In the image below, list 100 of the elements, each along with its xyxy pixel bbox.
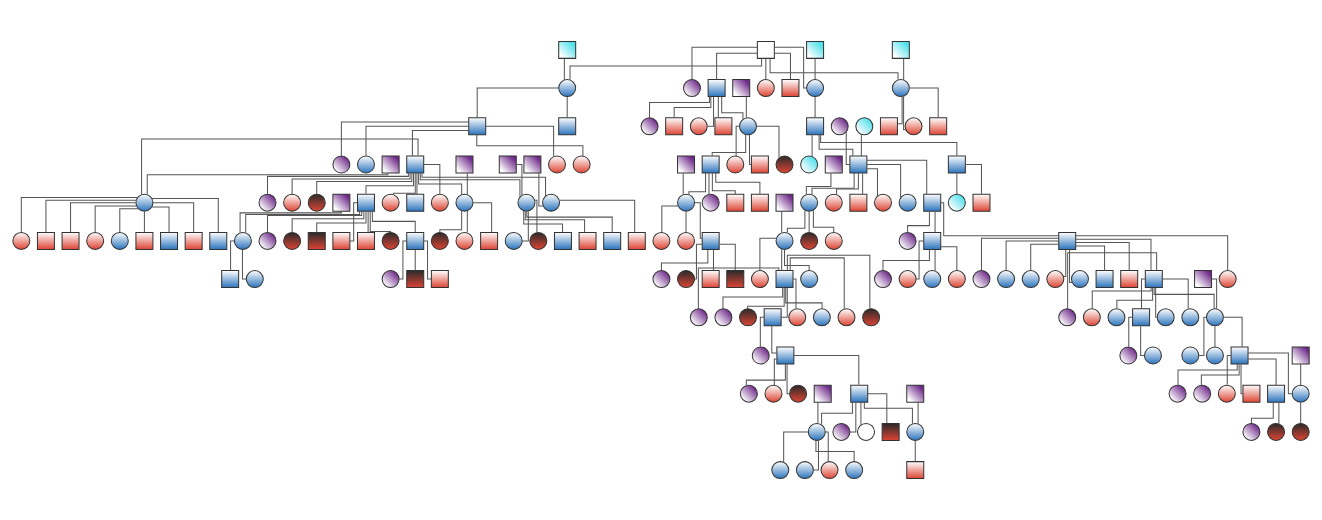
- node-circle: [756, 79, 775, 98]
- node-circle: [357, 155, 375, 174]
- connector: [316, 210, 367, 233]
- connector: [845, 131, 851, 165]
- connector: [707, 96, 715, 127]
- connector: [711, 172, 736, 195]
- node-circle: [1107, 308, 1126, 327]
- node-box: [627, 231, 646, 250]
- node-circle: [1181, 308, 1200, 327]
- connector: [711, 134, 747, 157]
- connector: [866, 159, 928, 195]
- node-box: [406, 231, 425, 250]
- node-box: [850, 384, 869, 403]
- node-box: [1267, 384, 1286, 403]
- node-box: [923, 193, 942, 212]
- connector: [934, 249, 936, 272]
- node-circle: [1217, 384, 1236, 403]
- node-circle: [857, 422, 875, 441]
- connector: [914, 440, 916, 463]
- node-circle: [558, 79, 577, 98]
- node-box: [332, 193, 351, 212]
- node-circle: [1205, 346, 1224, 365]
- connector: [1069, 249, 1073, 283]
- connector: [1223, 316, 1243, 348]
- connector: [141, 138, 419, 196]
- connector: [863, 401, 913, 425]
- connector: [316, 172, 413, 195]
- node-box: [726, 270, 745, 289]
- connector: [267, 210, 363, 233]
- node-circle: [1058, 308, 1077, 327]
- connector: [956, 172, 958, 195]
- connector: [526, 210, 613, 233]
- node-circle: [430, 193, 449, 212]
- connector: [713, 249, 714, 272]
- node-circle: [812, 308, 831, 327]
- node-circle: [652, 270, 671, 289]
- node-circle: [898, 231, 917, 250]
- node-circle: [806, 79, 825, 98]
- connector: [291, 172, 411, 195]
- node-box: [430, 270, 449, 289]
- connector: [521, 210, 529, 242]
- node-circle: [800, 193, 819, 212]
- node-box: [906, 461, 925, 480]
- connector: [765, 58, 767, 81]
- node-box: [1194, 270, 1213, 289]
- connector: [365, 125, 469, 157]
- connector: [151, 197, 219, 233]
- node-box: [406, 193, 425, 212]
- connector: [811, 134, 813, 157]
- connector: [563, 58, 565, 81]
- connector: [1153, 287, 1215, 310]
- node-box: [1230, 346, 1249, 365]
- node-circle: [739, 117, 757, 136]
- connector: [661, 205, 679, 233]
- node-box: [701, 231, 720, 250]
- node-box: [1291, 346, 1310, 365]
- connector: [715, 172, 761, 195]
- connector: [697, 267, 780, 310]
- node-box: [929, 117, 948, 136]
- connector: [660, 249, 709, 271]
- connector: [849, 402, 857, 433]
- connector: [1075, 245, 1106, 271]
- node-circle: [1267, 422, 1286, 441]
- node-box: [824, 155, 843, 174]
- node-circle: [874, 193, 892, 212]
- connector: [820, 134, 958, 157]
- node-circle: [701, 193, 720, 212]
- node-box: [1058, 231, 1077, 250]
- connector: [759, 316, 765, 348]
- node-box: [906, 384, 925, 403]
- node-box: [558, 40, 577, 59]
- connector: [534, 199, 538, 233]
- node-circle: [824, 193, 843, 212]
- node-box: [1144, 270, 1163, 289]
- connector: [1278, 402, 1280, 425]
- connector: [783, 431, 809, 463]
- connector: [421, 172, 547, 197]
- connector: [934, 211, 936, 233]
- connector: [780, 287, 788, 318]
- node-circle: [764, 384, 783, 403]
- node-box: [701, 270, 720, 289]
- connector: [1116, 287, 1154, 310]
- connector: [245, 210, 361, 234]
- node-box: [732, 79, 751, 98]
- node-circle: [775, 231, 794, 250]
- node-circle: [381, 231, 400, 250]
- node-circle: [135, 193, 154, 212]
- node-circle: [714, 308, 733, 327]
- connector: [940, 246, 958, 271]
- connector: [745, 96, 747, 119]
- node-circle: [381, 193, 400, 212]
- node-box: [665, 117, 684, 136]
- node-circle: [283, 193, 302, 212]
- node-circle: [110, 231, 129, 250]
- connector: [682, 172, 684, 196]
- connector: [773, 52, 791, 80]
- connector: [230, 240, 235, 271]
- node-box: [480, 231, 499, 250]
- connector: [1030, 243, 1059, 271]
- connector: [882, 249, 930, 271]
